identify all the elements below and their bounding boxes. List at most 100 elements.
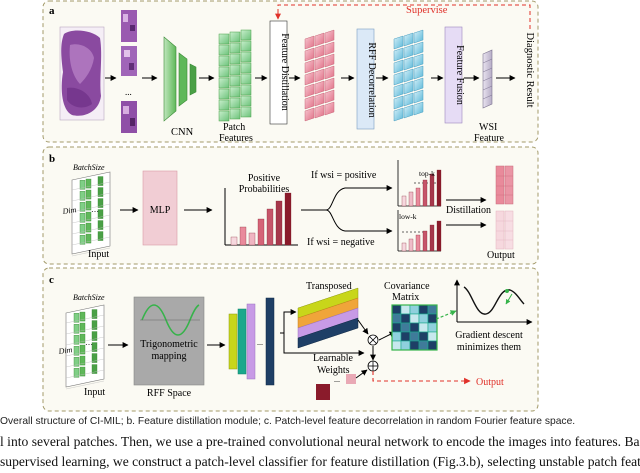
covariance-cell [400,322,411,333]
input-matrix-cell [97,209,104,219]
positive-probabilities-label-2: Probabilities [239,184,290,195]
add-operator [367,360,379,372]
input-matrix-cell [79,333,86,344]
feature-tile [393,35,404,50]
feature-tile [393,71,404,86]
transposed-matrix [297,287,359,349]
feature-tile [403,92,414,107]
input-matrix-gridline [71,181,111,191]
covariance-label-1: Covariance [384,281,430,292]
covariance-cell [409,322,420,333]
probability-bar [275,200,283,246]
positive-probabilities-chart [224,188,298,246]
distilled-features-stack [304,29,335,122]
input-matrix-cell [79,202,86,212]
input-matrix-cell [91,364,98,374]
feature-fusion-label: Feature Fusion [454,45,465,105]
patch-feature-cell [240,51,252,63]
b-output-label: Output [487,250,515,261]
feature-tile [393,107,404,122]
feature-tile [314,56,325,71]
patch-feature-cell [218,110,230,122]
input-matrix-cell [91,331,98,341]
rff-features: ... [228,297,275,386]
low-k-bar [415,234,421,252]
feature-tile [314,104,325,119]
top-k-label: top-k [419,169,435,178]
panel-b: b … BatchSize Dim Input MLP Positive Pro… [42,146,539,265]
body-text-line-1: l into several patches. Then, we use a p… [0,434,640,449]
feature-tile [393,95,404,110]
input-matrix-cell [85,211,92,222]
feature-tile [314,92,325,107]
input-matrix-gridline [65,336,105,346]
feature-tile [314,32,325,47]
input-matrix-cell [79,344,86,355]
probability-bar [239,226,247,246]
wsi-slide-image [59,26,105,121]
input-matrix-ellipsis: … [91,205,99,214]
covariance-cell [409,304,420,315]
gradient-label-1: Gradient descent [455,330,523,341]
input-matrix-cell [79,235,86,245]
c-input-matrix: … [65,304,105,390]
patch-feature-cell [218,44,230,56]
patch-feature-cell [218,55,230,67]
top-k-chart [397,160,442,207]
patch-feature-cell [218,99,230,111]
low-k-bar [408,238,414,252]
probability-bar [284,192,292,246]
patch-feature-cell [218,77,230,89]
patch-feature-cell [229,42,241,54]
patch-feature-cell [240,84,252,96]
covariance-cell [427,322,438,333]
patch-feature-cell [240,73,252,85]
input-matrix-cell [97,231,104,241]
patch-feature-cell [240,95,252,107]
covariance-cell [427,304,438,315]
input-matrix-gridline [71,214,111,224]
patch-features-label-1: Patch [223,122,245,133]
feature-tile [413,101,424,116]
input-matrix-cell [85,178,92,189]
input-matrix-cell [79,311,86,322]
patch-feature-cell [229,75,241,87]
feature-tile [304,83,315,98]
feature-tile [324,77,335,92]
input-matrix-gridline [65,358,105,368]
patch-feature-cell [240,106,252,118]
patches-ellipsis: ... [125,87,132,97]
trig-mapping-label-1: Trigonometric [140,339,198,350]
wsi-feature-label-1: WSI [479,122,497,133]
patch-feature-cell [229,53,241,65]
patch-feature-cell [240,29,252,41]
feature-tile [413,89,424,104]
input-matrix-cell [73,346,80,356]
feature-tile [314,80,325,95]
covariance-cell [418,331,429,342]
feature-tile [314,44,325,59]
input-matrix-cell [73,324,80,334]
feature-tile [324,29,335,44]
covariance-cell [427,340,438,351]
input-matrix-gridline [71,247,111,257]
covariance-cell [418,322,429,333]
covariance-cell [400,331,411,342]
transposed-label: Transposed [306,281,352,292]
covariance-cell [391,331,402,342]
covariance-cell [400,304,411,315]
covariance-cell [409,331,420,342]
covariance-cell [400,340,411,351]
mlp-box: MLP [142,170,178,246]
rff-space-label: RFF Space [147,388,192,399]
feature-tile [304,59,315,74]
mlp-label: MLP [150,205,171,216]
covariance-cell [418,304,429,315]
feature-tile [393,83,404,98]
rff-space-box: Trigonometric mapping RFF Space [133,296,205,399]
feature-fusion-box: Feature Fusion [444,26,465,124]
input-matrix-cell [91,320,98,330]
low-k-label: low-k [399,212,417,221]
feature-tile [403,80,414,95]
